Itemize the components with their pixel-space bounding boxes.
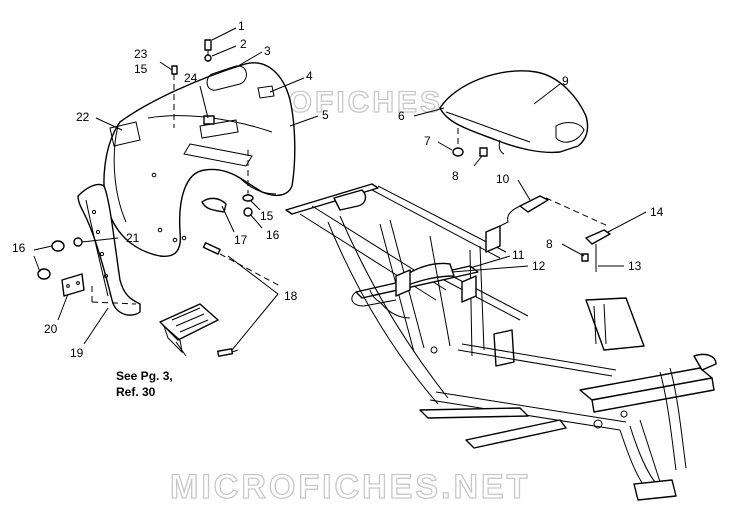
callout-9: 9 [562, 74, 569, 88]
callout-4: 4 [306, 69, 313, 83]
note-line-2: Ref. 30 [116, 385, 156, 399]
callout-24: 24 [184, 71, 198, 85]
callout-8-seat: 8 [452, 169, 459, 183]
reference-note: See Pg. 3, Ref. 30 [116, 369, 173, 399]
fender-flap [37, 183, 227, 316]
callout-15-top: 15 [134, 62, 148, 76]
frame [285, 183, 717, 501]
leader-lines [33, 27, 647, 357]
callout-13: 13 [628, 259, 642, 273]
callout-14: 14 [650, 205, 664, 219]
callout-15-mid: 15 [260, 209, 274, 223]
callout-16-mid: 16 [266, 228, 280, 242]
callout-7: 7 [424, 134, 431, 148]
callout-17: 17 [234, 233, 248, 247]
callout-11: 11 [512, 248, 525, 262]
seat-latch [499, 195, 609, 227]
callout-2: 2 [240, 37, 247, 51]
watermark-bottom: MICROFICHES.NET [170, 468, 530, 506]
callout-19: 19 [70, 346, 84, 360]
callout-10: 10 [496, 172, 510, 186]
callouts: 1 2 3 4 5 22 23 15 24 15 17 16 21 16 20 … [12, 19, 664, 360]
callout-21: 21 [126, 231, 140, 245]
callout-6: 6 [398, 109, 405, 123]
callout-20: 20 [44, 322, 58, 336]
footrest-bracket [159, 242, 281, 357]
callout-1: 1 [238, 19, 245, 33]
seat-hardware [452, 128, 488, 157]
rear-fender [103, 62, 296, 257]
callout-12: 12 [532, 259, 546, 273]
note-line-1: See Pg. 3, [116, 369, 173, 383]
callout-5: 5 [322, 108, 329, 122]
callout-8-latch: 8 [546, 237, 553, 251]
fender-hardware [171, 39, 254, 217]
latch-hardware [581, 229, 611, 272]
callout-23: 23 [134, 47, 148, 61]
callout-18: 18 [284, 289, 298, 303]
callout-16-left: 16 [12, 241, 26, 255]
callout-22: 22 [76, 110, 90, 124]
callout-3: 3 [264, 44, 271, 58]
